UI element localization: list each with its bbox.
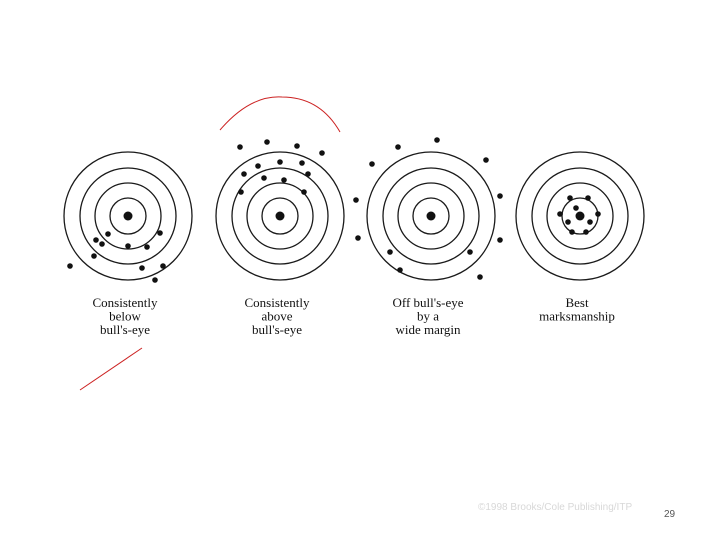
- shot-mark: [569, 229, 575, 235]
- shot-mark: [583, 229, 589, 235]
- shot-mark: [67, 263, 73, 269]
- shot-mark: [497, 237, 503, 243]
- target-ring: [215, 151, 345, 281]
- target-ring: [366, 151, 496, 281]
- bulls-eye: [575, 211, 585, 221]
- target-ring: [79, 167, 177, 265]
- shot-mark: [467, 249, 473, 255]
- caption-line: bull's-eye: [252, 322, 302, 337]
- shot-mark: [369, 161, 375, 167]
- copyright-notice: ©1998 Brooks/Cole Publishing/ITP: [478, 502, 633, 513]
- shot-mark: [160, 263, 166, 269]
- target-4: [515, 151, 645, 281]
- shot-mark: [355, 235, 361, 241]
- shot-mark: [585, 195, 591, 201]
- shot-mark: [567, 195, 573, 201]
- target-2: [215, 151, 345, 281]
- caption-line: by a: [417, 309, 439, 324]
- shot-mark: [157, 230, 163, 236]
- target-ring: [515, 151, 645, 281]
- shot-mark: [483, 157, 489, 163]
- shot-mark: [105, 231, 111, 237]
- shot-mark: [573, 205, 579, 211]
- shot-mark: [238, 189, 244, 195]
- shot-mark: [387, 249, 393, 255]
- bulls-eye: [123, 211, 133, 221]
- caption-line: below: [109, 309, 141, 324]
- shots-layer: [67, 137, 601, 283]
- caption-line: marksmanship: [539, 309, 615, 324]
- caption-line: Consistently: [244, 295, 310, 310]
- shot-mark: [319, 150, 325, 156]
- target-ring: [94, 182, 162, 250]
- shot-mark: [299, 160, 305, 166]
- target-ring: [231, 167, 329, 265]
- caption-line: bull's-eye: [100, 322, 150, 337]
- annotation-layer: [79, 96, 341, 391]
- shot-mark: [595, 211, 601, 217]
- target-ring: [531, 167, 629, 265]
- target-ring: [412, 197, 450, 235]
- shot-mark: [281, 177, 287, 183]
- red-arc-annotation: [219, 96, 341, 133]
- shot-mark: [144, 244, 150, 250]
- target-ring: [382, 167, 480, 265]
- target-ring: [109, 197, 147, 235]
- target-1: [63, 151, 193, 281]
- target-ring: [261, 197, 299, 235]
- caption-line: Off bull's-eye: [392, 295, 463, 310]
- shot-mark: [305, 171, 311, 177]
- target-ring: [397, 182, 465, 250]
- shot-mark: [395, 144, 401, 150]
- shot-mark: [261, 175, 267, 181]
- shot-mark: [565, 219, 571, 225]
- shot-mark: [139, 265, 145, 271]
- shot-mark: [397, 267, 403, 273]
- caption-line: Best: [565, 295, 589, 310]
- shot-mark: [587, 219, 593, 225]
- slide-number: 29: [664, 509, 676, 520]
- targets-layer: [63, 151, 645, 281]
- target-ring: [63, 151, 193, 281]
- caption-line: above: [261, 309, 292, 324]
- target-ring: [246, 182, 314, 250]
- caption-line: wide margin: [395, 322, 461, 337]
- shot-mark: [125, 243, 131, 249]
- bulls-eye: [275, 211, 285, 221]
- shot-mark: [294, 143, 300, 149]
- shot-mark: [255, 163, 261, 169]
- caption-line: Consistently: [92, 295, 158, 310]
- shot-mark: [93, 237, 99, 243]
- bulls-eye: [426, 211, 436, 221]
- shot-mark: [301, 189, 307, 195]
- shot-mark: [237, 144, 243, 150]
- shot-mark: [497, 193, 503, 199]
- shot-mark: [353, 197, 359, 203]
- target-ring: [546, 182, 614, 250]
- shot-mark: [557, 211, 563, 217]
- shot-mark: [434, 137, 440, 143]
- shot-mark: [91, 253, 97, 259]
- shot-mark: [264, 139, 270, 145]
- target-3: [366, 151, 496, 281]
- shot-mark: [241, 171, 247, 177]
- shot-mark: [277, 159, 283, 165]
- shot-mark: [152, 277, 158, 283]
- shot-mark: [477, 274, 483, 280]
- shot-mark: [99, 241, 105, 247]
- red-line-annotation: [79, 347, 143, 391]
